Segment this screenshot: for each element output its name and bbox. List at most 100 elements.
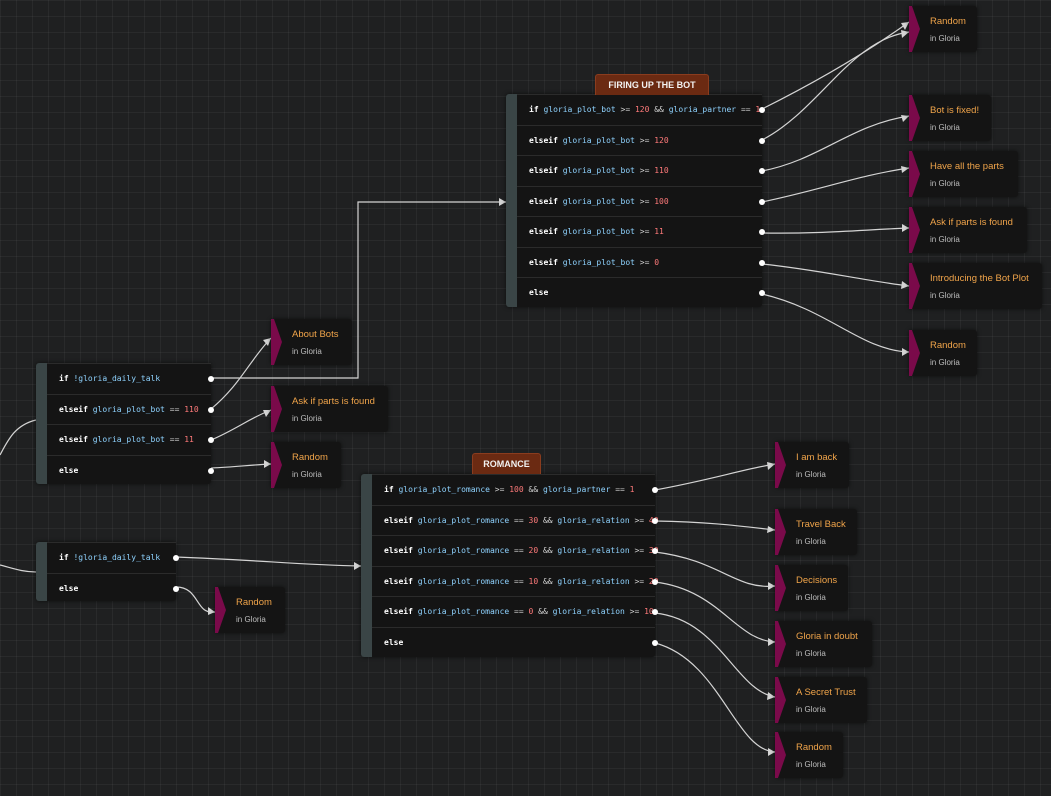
output-port[interactable] (652, 578, 658, 585)
output-port[interactable] (759, 198, 765, 205)
condition-node-romance[interactable]: if gloria_plot_romance >= 100 && gloria_… (361, 474, 659, 658)
condition-token-num: 120 (634, 105, 650, 114)
output-port[interactable] (759, 107, 765, 113)
wire (654, 581, 776, 643)
output-port[interactable] (759, 290, 765, 296)
wire (654, 551, 776, 587)
output-port[interactable] (173, 585, 179, 592)
wire-arrowhead (901, 22, 909, 30)
condition-row[interactable]: elseif gloria_plot_romance == 0 && glori… (372, 596, 658, 627)
condition-token-id: gloria_partner (668, 105, 737, 114)
condition-expression: elseif gloria_plot_bot >= 110 (529, 166, 669, 175)
wire (0, 419, 37, 456)
condition-token-kw: elseif (529, 227, 563, 236)
condition-row[interactable]: else (47, 454, 214, 486)
condition-row[interactable]: else (47, 572, 179, 604)
wire (210, 337, 272, 410)
condition-row[interactable]: elseif gloria_plot_romance == 20 && glor… (372, 535, 659, 566)
condition-expression: elseif gloria_plot_bot == 110 (59, 405, 199, 414)
condition-token-id: gloria_plot_bot (562, 135, 635, 145)
condition-token-id: !gloria_daily_talk (73, 553, 161, 562)
condition-row[interactable]: elseif gloria_plot_bot >= 110 (517, 155, 765, 186)
condition-row[interactable]: elseif gloria_plot_bot == 110 (47, 393, 214, 425)
wire (175, 556, 362, 567)
output-port[interactable] (173, 555, 179, 561)
wire (654, 520, 776, 531)
condition-row[interactable]: elseif gloria_plot_bot >= 0 (517, 246, 765, 278)
condition-token-op: == (509, 515, 529, 525)
ref-subtitle: in Gloria (292, 414, 322, 423)
group-label-firing[interactable]: FIRING UP THE BOT (595, 74, 709, 95)
output-port[interactable] (652, 609, 658, 615)
node-handle[interactable] (36, 363, 47, 484)
condition-row[interactable]: if gloria_plot_bot >= 120 && gloria_part… (517, 94, 765, 125)
reference-arrow-icon (909, 95, 920, 141)
output-port[interactable] (208, 406, 214, 413)
condition-row[interactable]: if !gloria_daily_talk (47, 363, 214, 394)
node-handle[interactable] (361, 474, 372, 657)
wire (654, 642, 776, 753)
condition-token-kw: if (59, 553, 74, 562)
condition-token-kw: elseif (529, 196, 563, 206)
wire (761, 31, 910, 141)
condition-row[interactable]: if !gloria_daily_talk (47, 542, 179, 573)
reference-arrow-icon (909, 151, 920, 197)
output-port[interactable] (208, 467, 214, 474)
node-handle[interactable] (506, 94, 517, 307)
output-port[interactable] (208, 376, 214, 382)
condition-row[interactable]: elseif gloria_plot_romance == 10 && glor… (372, 565, 659, 597)
condition-row[interactable]: else (517, 277, 765, 308)
output-port[interactable] (759, 137, 765, 144)
condition-row[interactable]: elseif gloria_plot_bot >= 11 (517, 216, 765, 247)
condition-row[interactable]: else (372, 626, 658, 658)
output-port[interactable] (759, 168, 765, 174)
condition-token-op: >= (629, 576, 649, 586)
condition-node-firing[interactable]: if gloria_plot_bot >= 120 && gloria_part… (506, 94, 765, 308)
output-port[interactable] (652, 548, 658, 554)
condition-token-id: gloria_plot_romance (417, 515, 510, 525)
output-port[interactable] (759, 259, 765, 266)
wire-arrowhead (263, 338, 271, 346)
condition-row[interactable]: elseif gloria_plot_romance == 30 && glor… (372, 504, 659, 536)
condition-token-id: gloria_plot_bot (92, 404, 165, 414)
output-port[interactable] (652, 487, 658, 493)
condition-token-op: == (509, 607, 529, 616)
output-port[interactable] (208, 437, 214, 443)
reference-arrow-icon (215, 587, 226, 633)
reference-arrow-icon (271, 319, 282, 365)
condition-row[interactable]: elseif gloria_plot_bot >= 120 (517, 124, 765, 156)
group-label-romance[interactable]: ROMANCE (472, 453, 541, 474)
node-handle[interactable] (36, 542, 47, 601)
condition-token-kw: elseif (529, 166, 563, 175)
output-port[interactable] (652, 639, 658, 646)
condition-row[interactable]: elseif gloria_plot_bot == 11 (47, 424, 214, 455)
ref-subtitle: in Gloria (796, 593, 826, 602)
condition-row[interactable]: elseif gloria_plot_bot >= 100 (517, 185, 765, 217)
wire-arrowhead (354, 562, 361, 570)
ref-node-bot-fixed[interactable]: Bot is fixed!in Gloria (909, 95, 991, 141)
condition-row[interactable]: if gloria_plot_romance >= 100 && gloria_… (372, 474, 658, 505)
output-port[interactable] (652, 517, 658, 524)
condition-token-id: gloria_relation (552, 607, 625, 616)
reference-arrow-icon (775, 621, 786, 667)
condition-expression: if gloria_plot_bot >= 120 && gloria_part… (529, 105, 760, 114)
condition-token-op: && (538, 546, 558, 555)
output-port[interactable] (759, 229, 765, 235)
